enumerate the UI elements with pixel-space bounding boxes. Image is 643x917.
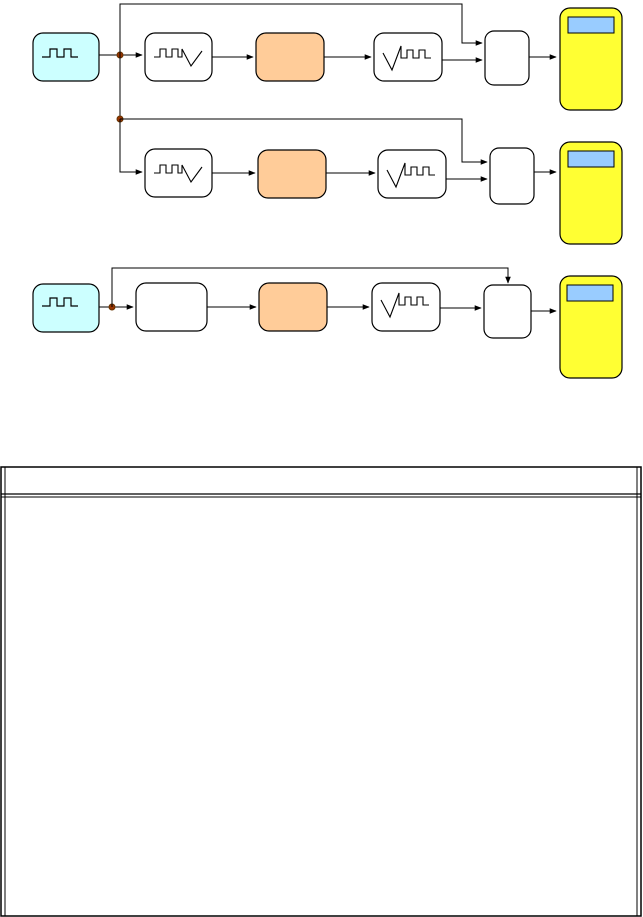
triangle-to-square-wave-icon (382, 45, 431, 72)
diagram-row-3 (32, 267, 623, 379)
blank-block (135, 282, 208, 332)
reference-line (119, 3, 483, 55)
wire (119, 119, 143, 175)
process-block (258, 282, 328, 332)
mixer-block (484, 30, 530, 86)
mixer-block (483, 284, 532, 339)
triangle-to-square-wave-icon (386, 162, 435, 189)
display-block (559, 141, 623, 245)
process-block (255, 32, 325, 82)
diagram-row-1 (32, 3, 623, 111)
comparator-block (373, 32, 443, 82)
display-block (559, 7, 623, 111)
shaper-block (144, 32, 213, 82)
comparator-block (377, 149, 447, 199)
square-to-triangle-wave-icon (154, 48, 203, 68)
process-block (257, 149, 327, 199)
shaper-block (144, 148, 213, 198)
square-to-triangle-wave-icon (154, 164, 203, 184)
diagram-row-2 (116, 55, 623, 245)
display-screen-icon (566, 284, 614, 302)
comparator-block (371, 282, 441, 332)
reference-line (111, 267, 511, 307)
empty-table (0, 466, 642, 917)
signal-source-block (32, 283, 100, 333)
mixer-block (489, 147, 535, 205)
display-screen-icon (567, 150, 615, 168)
triangle-to-square-wave-icon (380, 292, 429, 319)
square-wave-icon (42, 297, 78, 307)
display-block (559, 275, 623, 379)
display-screen-icon (567, 16, 615, 34)
table-outer-border (0, 466, 642, 917)
reference-line (120, 118, 488, 165)
square-wave-icon (42, 48, 78, 58)
signal-source-block (32, 32, 100, 82)
